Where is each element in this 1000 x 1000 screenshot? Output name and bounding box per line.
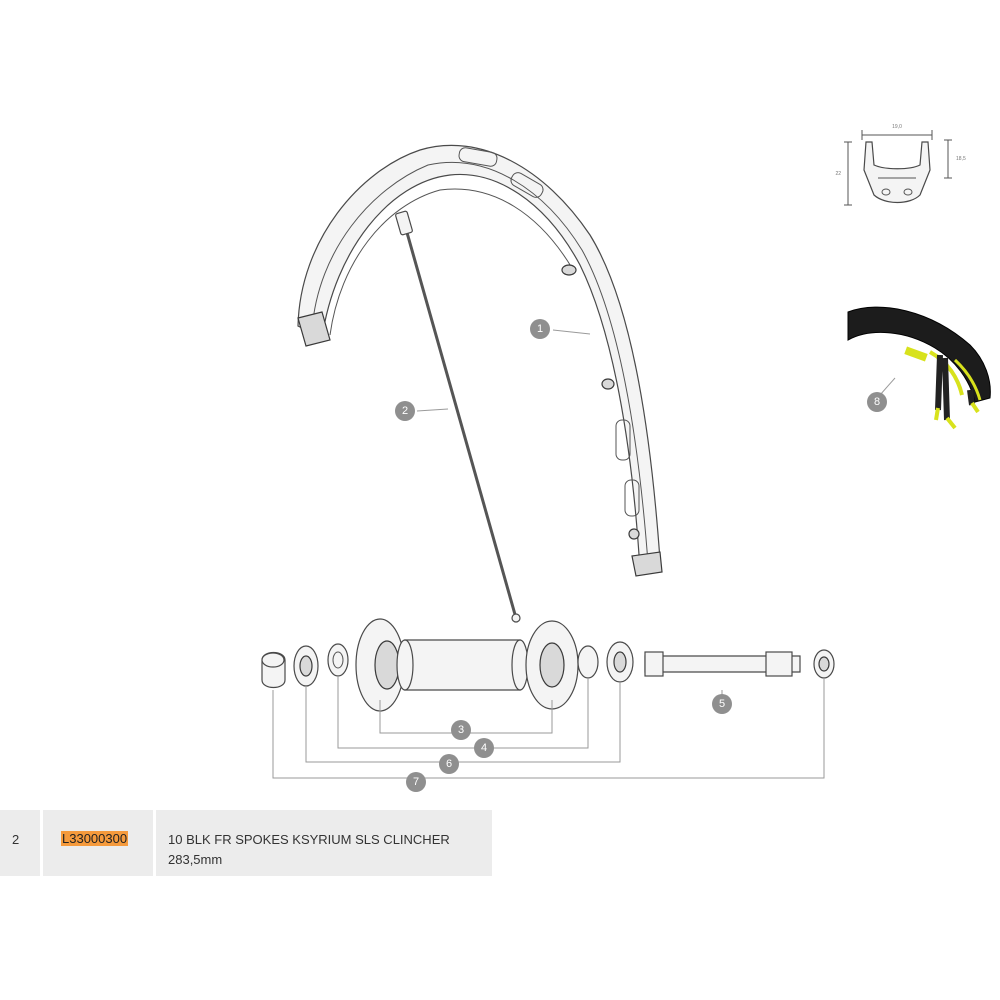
tire-part (847, 306, 991, 430)
callout-6: 6 (439, 754, 459, 774)
reference-cell: L33000300 (43, 810, 153, 876)
part-length: 283,5mm (168, 852, 223, 867)
rim-profile-drawing: 19,0 18,5 22 (835, 124, 966, 206)
callout-7: 7 (406, 772, 426, 792)
svg-text:22: 22 (835, 171, 841, 177)
svg-text:5: 5 (719, 698, 725, 710)
part-reference: L33000300 (61, 831, 129, 846)
svg-text:18,5: 18,5 (956, 156, 966, 162)
svg-text:1: 1 (537, 323, 543, 335)
svg-text:2: 2 (402, 405, 408, 417)
spoke-part (395, 210, 521, 623)
svg-text:3: 3 (458, 724, 464, 736)
callout-3: 3 (451, 720, 471, 740)
svg-text:6: 6 (446, 758, 452, 770)
leader-lines (272, 329, 896, 779)
svg-text:4: 4 (481, 742, 487, 754)
callout-8: 8 (867, 392, 887, 412)
description-cell: 10 BLK FR SPOKES KSYRIUM SLS CLINCHER 28… (156, 810, 492, 876)
callout-2: 2 (395, 401, 415, 421)
svg-text:7: 7 (413, 776, 419, 788)
callout-4: 4 (474, 738, 494, 758)
rim-part (297, 144, 663, 577)
row-number-cell: 2 (0, 810, 40, 876)
hub-assembly (261, 618, 835, 712)
svg-text:8: 8 (874, 396, 880, 408)
callout-5: 5 (712, 694, 732, 714)
row-number: 2 (12, 832, 20, 847)
parts-table: 2 L33000300 10 BLK FR SPOKES KSYRIUM SLS… (0, 810, 1000, 876)
exploded-parts-diagram: 1 2 3 4 5 6 7 8 19,0 18,5 22 (261, 124, 991, 792)
callout-1: 1 (530, 319, 550, 339)
svg-text:19,0: 19,0 (892, 124, 902, 130)
part-description: 10 BLK FR SPOKES KSYRIUM SLS CLINCHER (168, 832, 450, 847)
